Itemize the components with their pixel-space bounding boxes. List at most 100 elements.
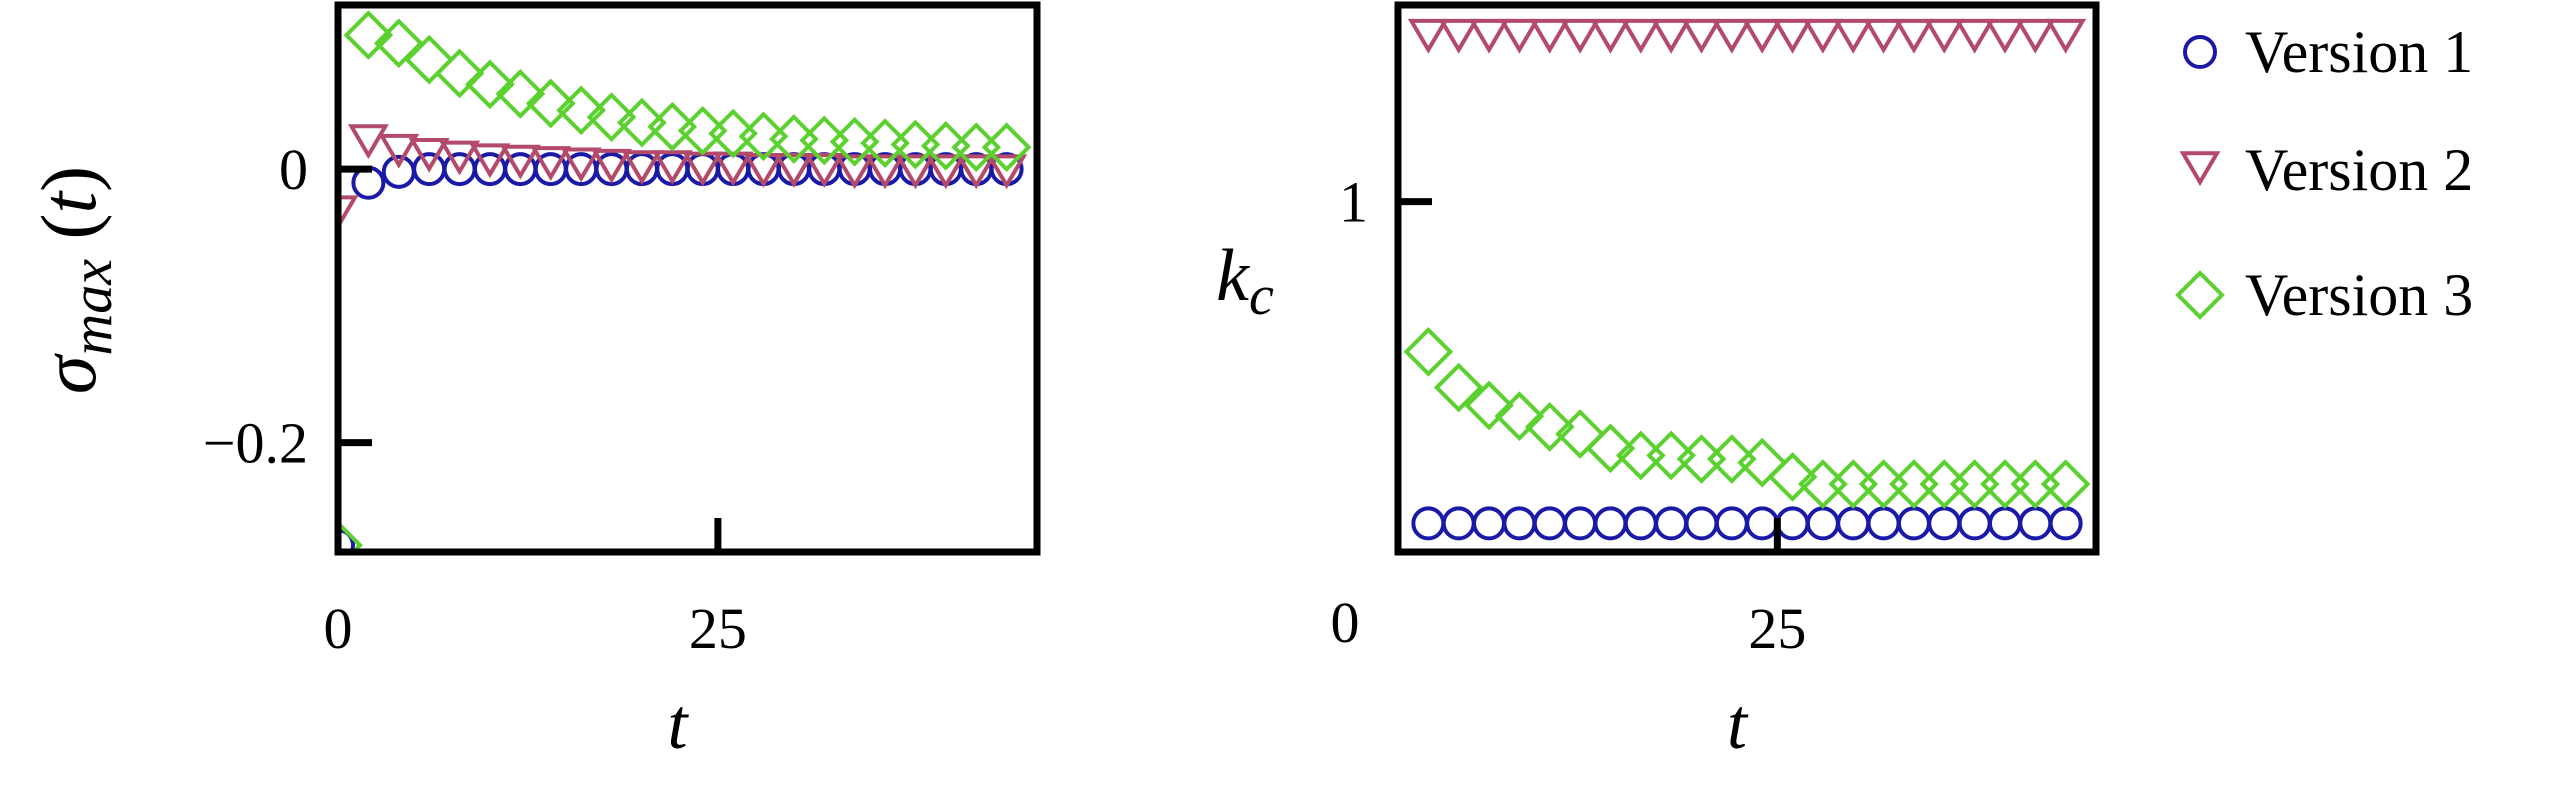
data-point bbox=[1832, 18, 1874, 54]
data-point bbox=[1563, 506, 1598, 541]
data-point bbox=[1623, 506, 1658, 541]
x-tick-label: 25 bbox=[689, 596, 747, 661]
data-point bbox=[338, 528, 355, 552]
data-point bbox=[1949, 459, 2000, 509]
series-version-3 bbox=[338, 10, 1032, 552]
data-point bbox=[708, 108, 758, 159]
data-point bbox=[2014, 18, 2056, 54]
data-point bbox=[1524, 402, 1575, 452]
data-point bbox=[1828, 459, 1879, 509]
data-point bbox=[1889, 459, 1939, 509]
data-point bbox=[1411, 506, 1446, 541]
plot-frame bbox=[334, 1, 1041, 556]
data-point bbox=[495, 69, 546, 119]
legend-marker-icon bbox=[2179, 151, 2221, 187]
data-point bbox=[2040, 459, 2091, 509]
data-point bbox=[556, 85, 606, 136]
data-point bbox=[864, 154, 906, 190]
data-point bbox=[373, 18, 424, 69]
data-point bbox=[560, 147, 602, 183]
data-point bbox=[1433, 362, 1484, 413]
data-point bbox=[1589, 18, 1631, 54]
data-point bbox=[591, 148, 633, 184]
data-point bbox=[408, 137, 450, 173]
data-point bbox=[1555, 409, 1605, 459]
data-point bbox=[2018, 506, 2053, 541]
data-point bbox=[1987, 506, 2022, 541]
data-point bbox=[347, 124, 389, 160]
data-point bbox=[525, 78, 576, 129]
data-point bbox=[1863, 18, 1905, 54]
data-point bbox=[1706, 434, 1757, 484]
y-tick-label: −0.2 bbox=[203, 411, 308, 476]
y-tick-label: 0 bbox=[279, 137, 308, 202]
data-point bbox=[1472, 506, 1507, 541]
data-point bbox=[1438, 18, 1480, 54]
data-point bbox=[986, 154, 1028, 190]
data-point bbox=[1980, 459, 2030, 509]
data-point bbox=[465, 59, 515, 110]
series-version-2 bbox=[338, 124, 1028, 231]
y-axis-label: kc bbox=[1216, 235, 1274, 327]
data-point bbox=[469, 143, 511, 179]
data-point bbox=[1498, 18, 1540, 54]
data-point bbox=[1532, 506, 1567, 541]
data-point bbox=[378, 133, 420, 169]
data-point bbox=[1957, 506, 1992, 541]
data-point bbox=[1494, 391, 1545, 441]
data-point bbox=[2048, 506, 2083, 541]
data-point bbox=[1468, 18, 1510, 54]
data-point bbox=[621, 150, 663, 186]
data-point bbox=[1737, 437, 1788, 488]
data-point bbox=[738, 111, 789, 162]
x-tick-label: 0 bbox=[324, 596, 353, 661]
data-point bbox=[1866, 506, 1901, 541]
legend-label: Version 3 bbox=[2245, 262, 2473, 328]
y-axis-label: σmax (t) bbox=[25, 166, 124, 394]
data-point bbox=[1741, 18, 1783, 54]
legend-label: Version 1 bbox=[2245, 19, 2473, 85]
data-point bbox=[1858, 459, 1909, 509]
legend-marker-icon bbox=[2175, 270, 2225, 320]
data-point bbox=[1620, 18, 1662, 54]
data-point bbox=[1919, 459, 1970, 509]
data-point bbox=[617, 97, 667, 148]
data-point bbox=[981, 122, 1032, 173]
data-point bbox=[1923, 18, 1965, 54]
data-point bbox=[677, 105, 728, 156]
data-point bbox=[1646, 430, 1696, 481]
x-axis-label: t bbox=[667, 684, 689, 764]
data-point bbox=[1802, 18, 1844, 54]
data-point bbox=[1464, 380, 1514, 431]
data-point bbox=[434, 48, 485, 99]
data-point bbox=[1893, 18, 1935, 54]
data-point bbox=[742, 152, 784, 188]
data-point bbox=[1805, 506, 1840, 541]
data-point bbox=[1593, 506, 1628, 541]
series-group bbox=[1403, 18, 2091, 541]
data-point bbox=[803, 152, 845, 188]
x-tick-label: 25 bbox=[1748, 596, 1806, 661]
data-point bbox=[404, 34, 455, 85]
data-point bbox=[1775, 506, 1810, 541]
data-point bbox=[1654, 506, 1689, 541]
data-point bbox=[338, 520, 363, 552]
data-point bbox=[1836, 506, 1871, 541]
data-point bbox=[834, 154, 876, 190]
x-axis-label: t bbox=[1727, 684, 1749, 764]
data-point bbox=[1559, 18, 1601, 54]
data-point bbox=[2010, 459, 2061, 509]
y-tick-label: 1 bbox=[1339, 170, 1368, 235]
series-version-2 bbox=[1407, 18, 2087, 54]
series-version-3 bbox=[1403, 326, 2091, 509]
data-point bbox=[1767, 452, 1818, 502]
data-point bbox=[651, 150, 693, 186]
data-point bbox=[343, 10, 394, 60]
data-point bbox=[2045, 18, 2087, 54]
data-point bbox=[1684, 506, 1719, 541]
data-point bbox=[1585, 423, 1636, 474]
data-point bbox=[1441, 506, 1476, 541]
data-point bbox=[647, 101, 698, 152]
plot-frame bbox=[1394, 1, 2100, 556]
